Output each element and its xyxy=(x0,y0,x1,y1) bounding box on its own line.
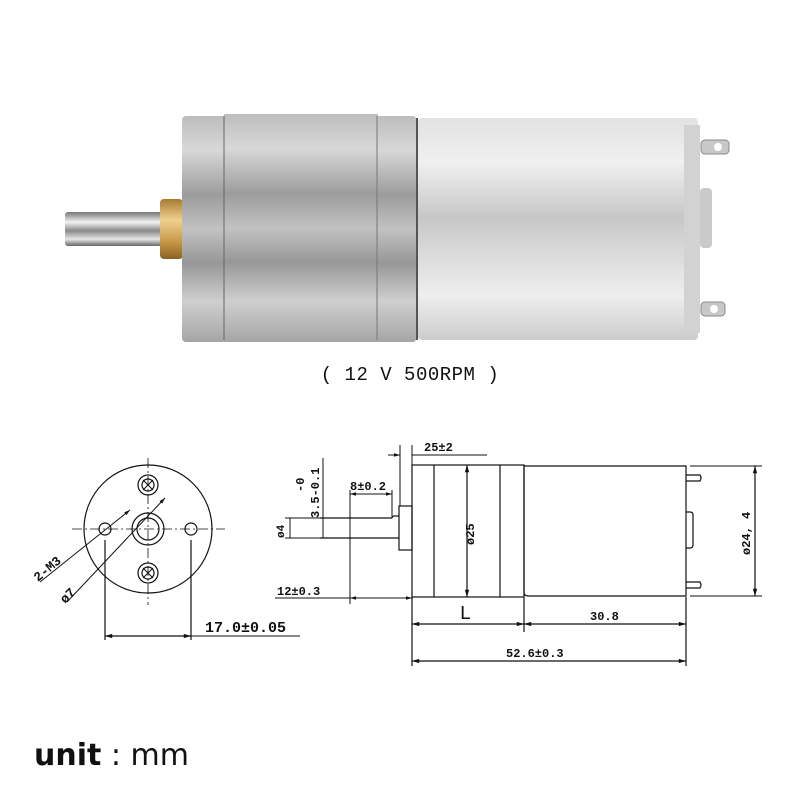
motor-photo xyxy=(65,114,730,342)
shaft xyxy=(65,212,162,246)
unit-word: unit xyxy=(34,738,102,773)
shaft-diameter-label: ø4 xyxy=(276,524,288,538)
side-view xyxy=(275,445,762,666)
gearbox-housing xyxy=(182,114,416,342)
gearbox-diameter-label: ø25 xyxy=(464,523,478,545)
motor-terminals xyxy=(700,139,730,317)
unit-label: unit : mm xyxy=(34,738,189,773)
unit-value: mm xyxy=(130,738,189,773)
gearbox-length-label: 25±2 xyxy=(424,441,453,455)
motor-can xyxy=(418,118,712,340)
unit-separator: : xyxy=(110,738,121,773)
hole-spacing-label: 17.0±0.05 xyxy=(205,620,286,637)
motor-length-label: 30.8 xyxy=(590,610,619,624)
flat-tolerance-label: -0 xyxy=(294,478,308,492)
shaft-length-label: 12±0.3 xyxy=(277,585,320,599)
brass-bushing xyxy=(160,199,183,259)
motor-diameter-label: ø24, 4 xyxy=(740,512,754,555)
dimension-drawing: 2-M3 ø7 17.0±0.05 xyxy=(31,441,762,666)
thread-label: 2-M3 xyxy=(31,553,65,585)
motor-spec-caption: ( 12 V 500RPM ) xyxy=(320,364,500,386)
total-length-label: 52.6±0.3 xyxy=(506,647,564,661)
bore-label: ø7 xyxy=(57,585,79,607)
front-view xyxy=(39,458,300,640)
flat-length-label: 8±0.2 xyxy=(350,480,386,494)
gearbox-L-label: L xyxy=(460,603,470,624)
flat-label: 3.5-0.1 xyxy=(309,468,323,518)
